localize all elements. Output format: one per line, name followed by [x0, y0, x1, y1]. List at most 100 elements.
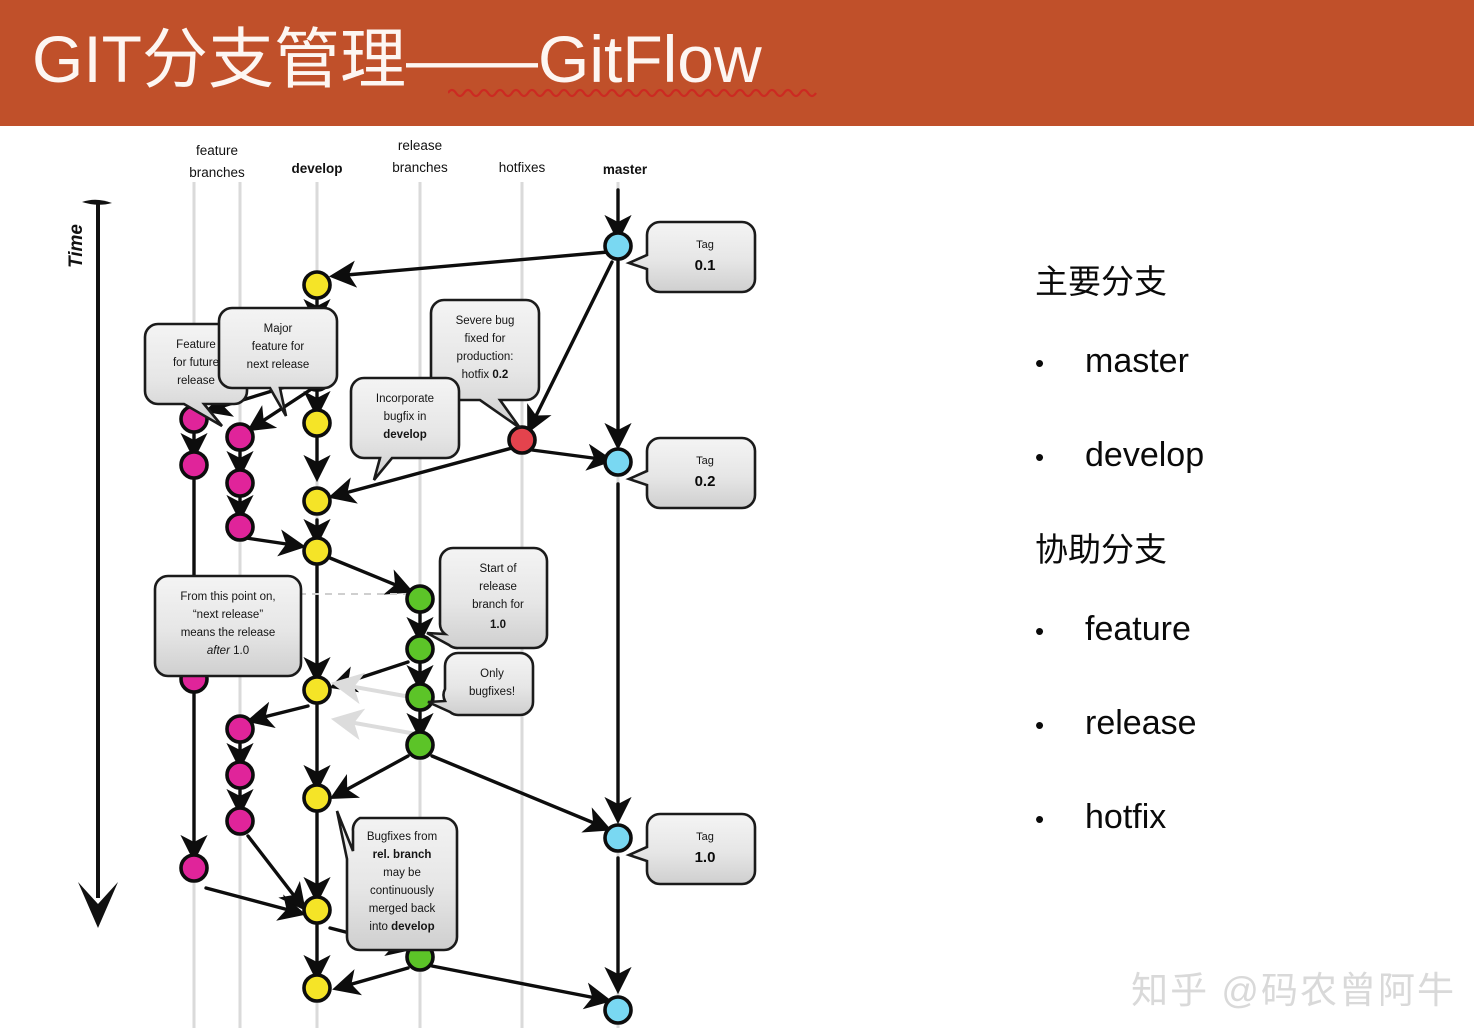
- lane-header-hotfixes: hotfixes: [499, 160, 546, 175]
- callout-only-bugfixes: Only bugfixes!: [427, 651, 535, 717]
- commit-node-release[interactable]: [405, 730, 435, 760]
- tag-label: Tag: [696, 455, 714, 467]
- page-title: GIT分支管理——GitFlow: [32, 22, 762, 96]
- tag-bubble-1-0: Tag 1.0: [625, 812, 757, 886]
- callout-line: after 1.0: [207, 645, 249, 657]
- tag-bubble-0-1: Tag 0.1: [625, 220, 757, 294]
- callout-line: may be: [383, 867, 421, 879]
- callout-line: release: [479, 581, 517, 593]
- lane-header-release-line1: release: [398, 138, 442, 153]
- callout-italic: after: [207, 645, 233, 657]
- callout-plain: 1.0: [233, 645, 249, 657]
- commit-node-develop[interactable]: [302, 486, 332, 516]
- commit-node-develop[interactable]: [302, 408, 332, 438]
- lane-header-release-line2: branches: [392, 160, 448, 175]
- commit-node-feature[interactable]: [225, 512, 255, 542]
- bullet-label: release: [1085, 704, 1197, 742]
- commit-node-feature[interactable]: [225, 714, 255, 744]
- lane-header-hotfixes-line1: hotfixes: [499, 160, 546, 175]
- title-squiggle-underline: [448, 88, 817, 98]
- bullet-item-master[interactable]: • master: [1035, 342, 1455, 380]
- bullet-item-develop[interactable]: • develop: [1035, 436, 1455, 474]
- commit-node-master[interactable]: [603, 231, 633, 261]
- callout-line: From this point on,: [180, 591, 275, 603]
- callout-line: rel. branch: [373, 849, 432, 861]
- callout-line: branch for: [472, 599, 524, 611]
- callout-bugfixes-merged-back: Bugfixes from rel. branch may be continu…: [335, 810, 459, 952]
- supporting-branches-heading: 协助分支: [1035, 531, 1167, 568]
- callout-line: Severe bug: [456, 315, 515, 327]
- callout-line: Major: [264, 323, 293, 335]
- callout-major-feature: Major feature for next release: [217, 306, 339, 417]
- time-axis: Time: [66, 199, 118, 928]
- commit-node-feature[interactable]: [225, 806, 255, 836]
- commit-node-master[interactable]: [603, 823, 633, 853]
- callout-line: develop: [383, 429, 426, 441]
- commit-node-develop[interactable]: [302, 973, 332, 1003]
- commit-node-develop[interactable]: [302, 783, 332, 813]
- bullet-glyph: •: [1035, 348, 1045, 378]
- bullet-glyph: •: [1035, 442, 1045, 472]
- commit-node-feature[interactable]: [179, 450, 209, 480]
- bullet-glyph: •: [1035, 710, 1045, 740]
- commit-node-feature[interactable]: [225, 422, 255, 452]
- bullet-item-release[interactable]: • release: [1035, 704, 1455, 742]
- callout-line: Bugfixes from: [367, 831, 437, 843]
- tag-version: 1.0: [695, 849, 716, 866]
- callout-bold: 0.2: [492, 369, 508, 381]
- bullet-glyph: •: [1035, 804, 1045, 834]
- callout-line: bugfix in: [384, 411, 427, 423]
- commit-node-release[interactable]: [405, 634, 435, 664]
- commit-node-hotfix[interactable]: [507, 425, 537, 455]
- callout-line: for future: [173, 357, 219, 369]
- commit-node-develop[interactable]: [302, 675, 332, 705]
- gitflow-diagram: feature branches develop release branche…: [60, 128, 820, 1028]
- callout-plain: into: [369, 921, 391, 933]
- bullet-label: feature: [1085, 610, 1191, 648]
- callout-bold: develop: [391, 921, 434, 933]
- bullet-item-feature[interactable]: • feature: [1035, 610, 1455, 648]
- callout-line: merged back: [369, 903, 436, 915]
- tag-label: Tag: [696, 831, 714, 843]
- lane-header-master-line1: master: [603, 162, 648, 177]
- callout-line: hotfix 0.2: [462, 369, 509, 381]
- bullet-label: hotfix: [1085, 798, 1167, 836]
- commit-node-master[interactable]: [603, 447, 633, 477]
- commit-node-feature[interactable]: [225, 760, 255, 790]
- callout-plain: hotfix: [462, 369, 493, 381]
- callout-line: production:: [457, 351, 514, 363]
- callout-line: next release: [247, 359, 310, 371]
- callout-start-release: Start of release branch for 1.0: [426, 546, 549, 650]
- bullet-glyph: •: [1035, 616, 1045, 646]
- commit-node-develop[interactable]: [302, 270, 332, 300]
- bullet-label: develop: [1085, 436, 1205, 474]
- commit-node-release[interactable]: [405, 584, 435, 614]
- callout-line: fixed for: [465, 333, 506, 345]
- callout-line: 1.0: [490, 619, 506, 631]
- commit-node-feature[interactable]: [179, 853, 209, 883]
- commit-node-feature[interactable]: [225, 468, 255, 498]
- commit-node-release[interactable]: [405, 682, 435, 712]
- bullet-label: master: [1085, 342, 1189, 380]
- tag-version: 0.2: [695, 473, 716, 490]
- callout-next-release-note: From this point on, “next release” means…: [153, 574, 303, 678]
- callout-line: release: [177, 375, 215, 387]
- watermark: 知乎 @码农曾阿牛: [1131, 970, 1456, 1011]
- callout-incorporate-bugfix: Incorporate bugfix in develop: [349, 376, 461, 481]
- main-branches-heading: 主要分支: [1035, 263, 1167, 300]
- title-banner: GIT分支管理——GitFlow: [0, 0, 1474, 126]
- callout-line: Only: [480, 668, 504, 680]
- bullet-item-hotfix[interactable]: • hotfix: [1035, 798, 1455, 836]
- callout-line: Start of: [479, 563, 517, 575]
- time-axis-label: Time: [66, 224, 87, 268]
- lane-header-feature: feature branches: [189, 143, 245, 180]
- lane-header-master: master: [603, 162, 648, 177]
- commit-node-master[interactable]: [603, 995, 633, 1025]
- lane-header-release: release branches: [392, 138, 448, 175]
- callout-line: Feature: [176, 339, 216, 351]
- commit-node-develop[interactable]: [302, 536, 332, 566]
- commit-node-develop[interactable]: [302, 895, 332, 925]
- callout-line: continuously: [370, 885, 434, 897]
- callout-line: feature for: [252, 341, 305, 353]
- callout-line: Incorporate: [376, 393, 434, 405]
